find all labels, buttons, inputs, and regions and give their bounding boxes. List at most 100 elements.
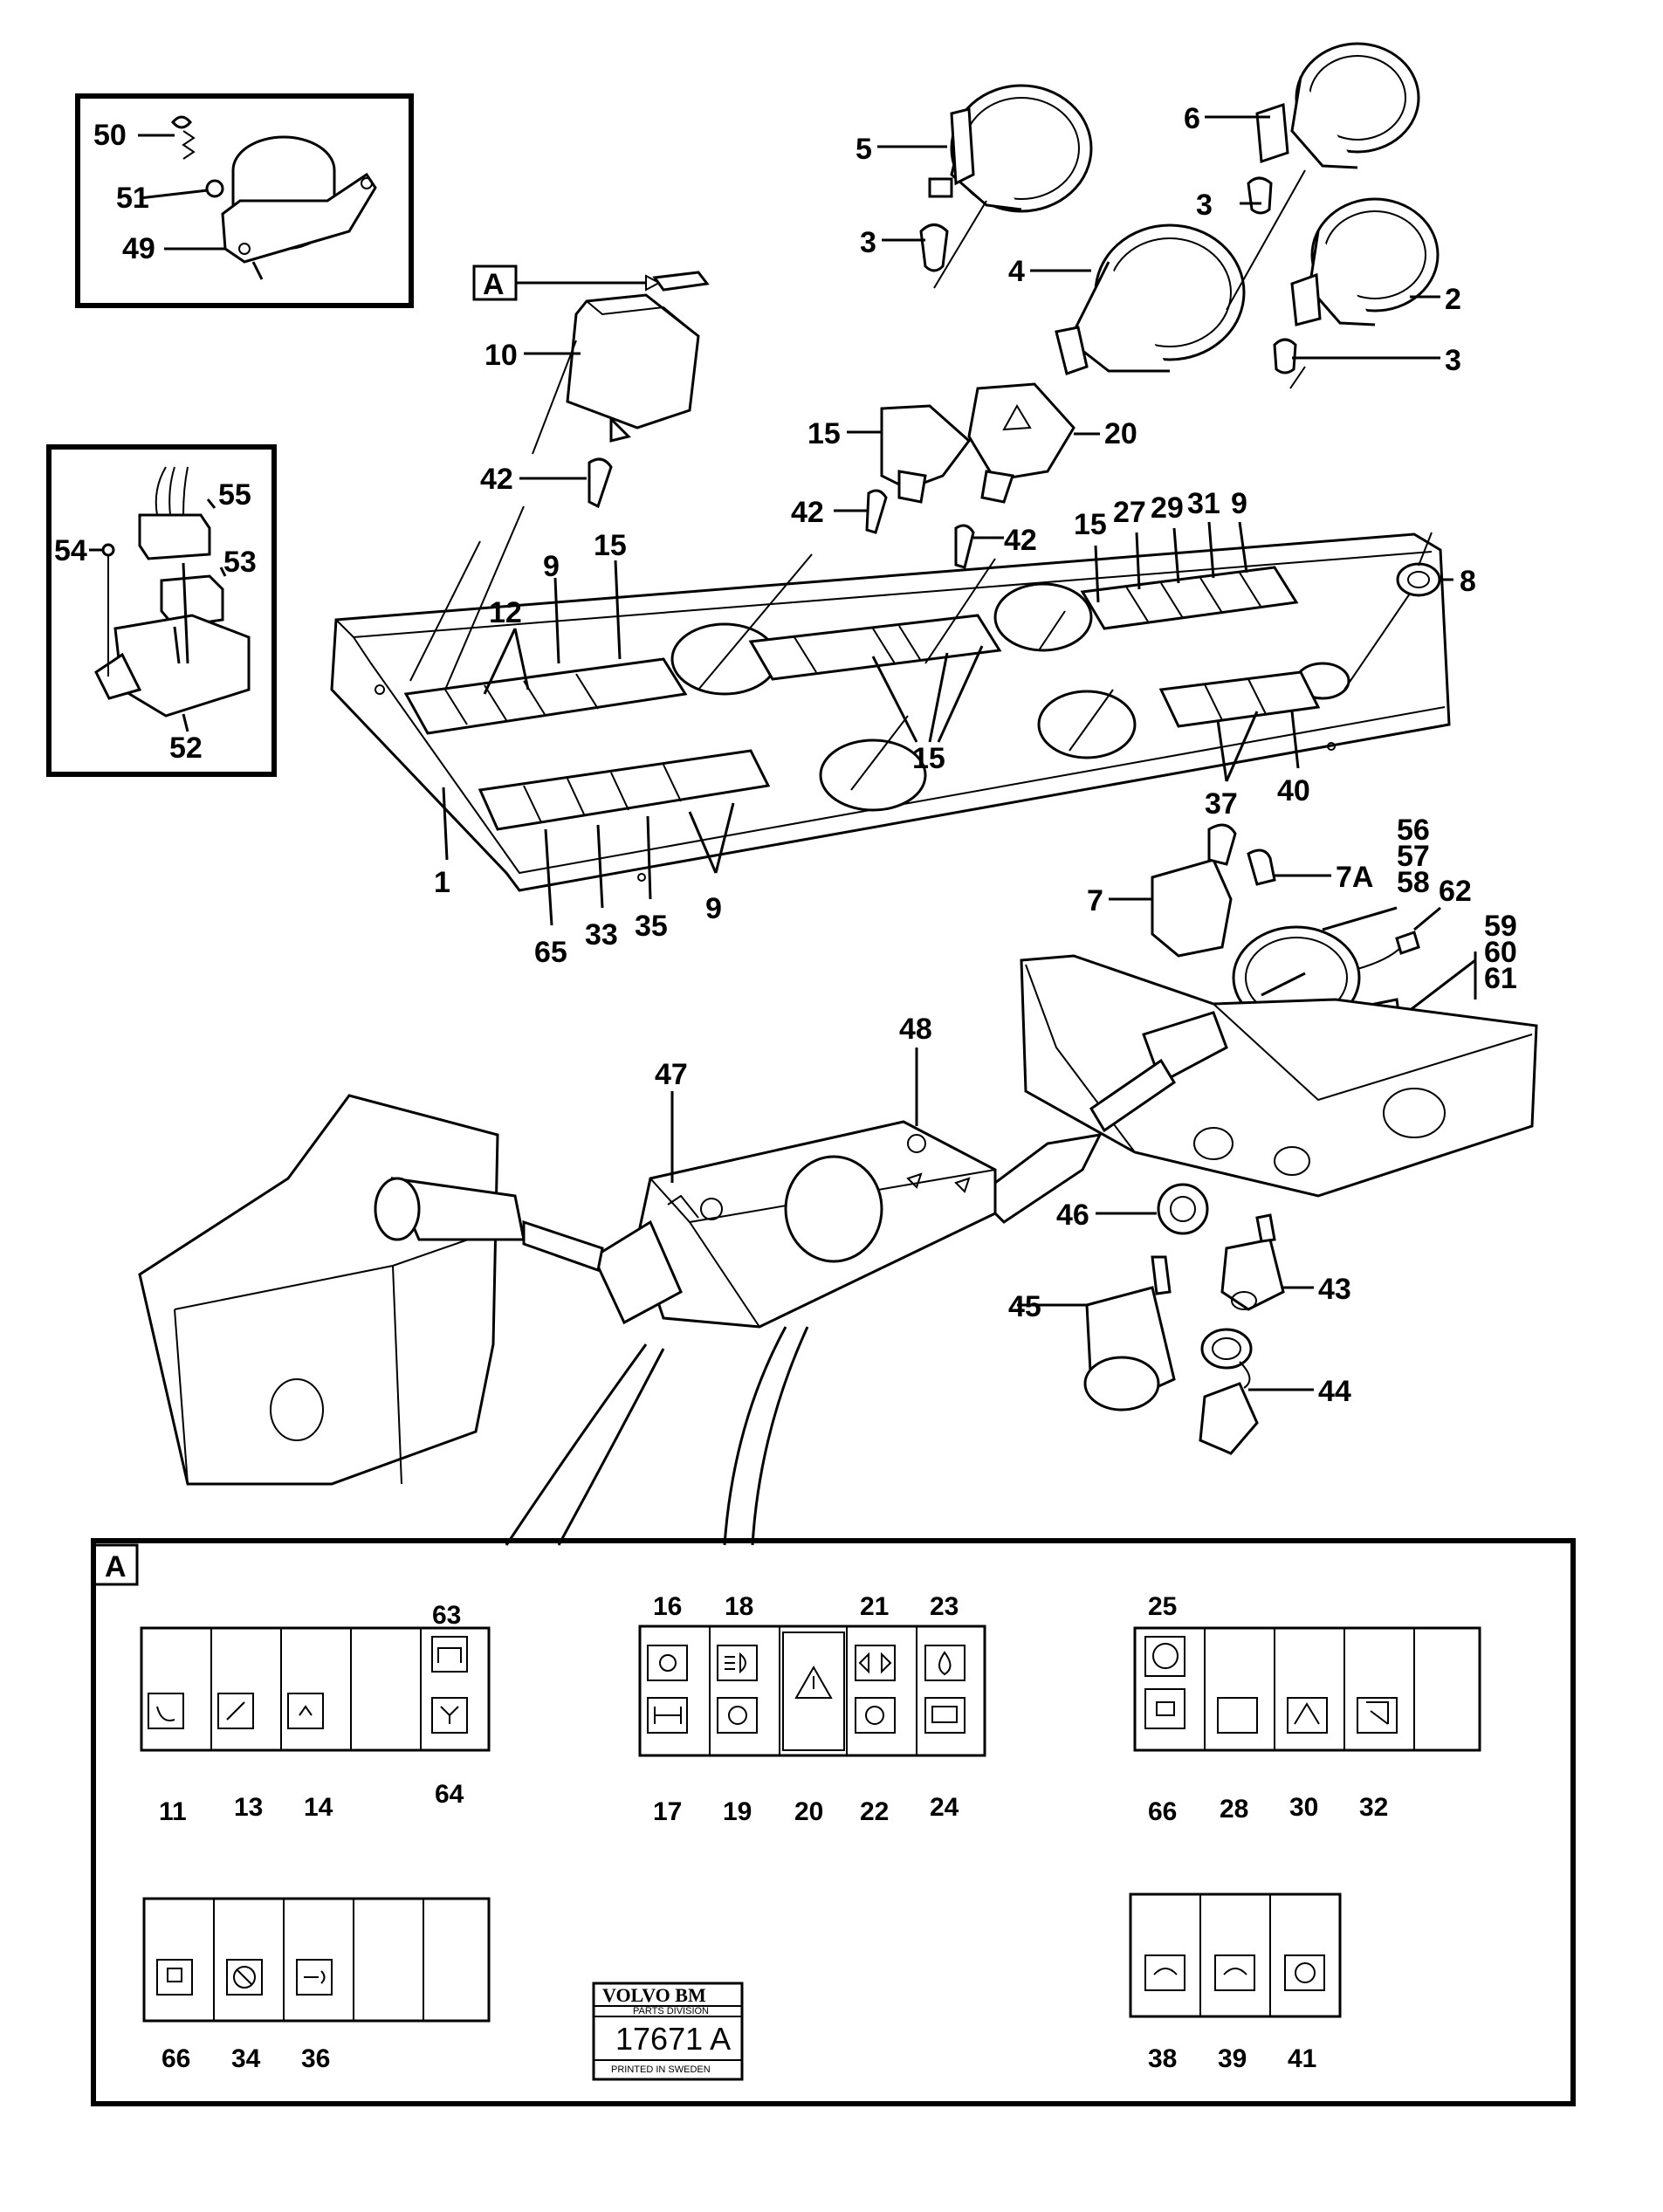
callout-37: 37	[1205, 787, 1238, 821]
callout-58: 58	[1397, 866, 1430, 899]
ignition-switch-7: 7A 7	[1087, 823, 1373, 958]
bulb-icon	[659, 1654, 677, 1672]
callout-35: 35	[635, 910, 668, 943]
oil-icon	[938, 1651, 952, 1676]
panel-callout-34: 34	[231, 2044, 261, 2073]
panel-callout-41: 41	[1288, 2044, 1316, 2073]
detail-ref-a: A	[472, 264, 710, 301]
callout-45: 45	[1008, 1290, 1041, 1323]
gauge-4	[1055, 223, 1246, 375]
callout-6: 6	[1184, 102, 1200, 135]
callout-3b: 3	[1196, 189, 1213, 222]
inset-connector-box: 55 53 54 52	[46, 444, 277, 777]
panel-a-label: A	[105, 1550, 127, 1583]
headlight-icon	[725, 1652, 746, 1674]
callout-49: 49	[122, 232, 155, 265]
callout-60: 60	[1484, 936, 1517, 969]
callout-42c: 42	[1004, 524, 1037, 557]
panel-callout-36: 36	[301, 2044, 330, 2073]
callout-27: 27	[1113, 496, 1146, 529]
callout-5: 5	[856, 133, 872, 166]
panel-callout-64: 64	[435, 1780, 464, 1809]
turn-signal-icon	[858, 1652, 892, 1674]
callout-3a: 3	[860, 226, 876, 259]
panel-callout-16: 16	[653, 1592, 682, 1621]
logo-division: PARTS DIVISION	[633, 2006, 709, 2016]
panel-callout-63: 63	[432, 1601, 461, 1630]
callout-42b: 42	[791, 496, 824, 529]
wiper-icon	[226, 1701, 245, 1721]
callout-47: 47	[655, 1058, 688, 1091]
work-light-icon	[1156, 1701, 1175, 1716]
panel-callout-11: 11	[159, 1797, 187, 1826]
switch-20-hazard: 20 42	[954, 382, 1137, 569]
dashboard-panel: 8	[330, 532, 1476, 892]
panel-callout-23: 23	[930, 1592, 959, 1621]
panel-callout-32: 32	[1359, 1793, 1388, 1822]
inset-relay-box: 50 51 49	[75, 93, 414, 308]
callout-65: 65	[534, 936, 567, 969]
callout-51: 51	[116, 182, 149, 215]
callout-59: 59	[1484, 910, 1517, 943]
callout-3c: 3	[1445, 344, 1461, 377]
panel-callout-21: 21	[860, 1592, 889, 1621]
callout-2: 2	[1445, 283, 1461, 316]
callout-48: 48	[899, 1013, 932, 1046]
wiper-icon	[156, 1706, 175, 1721]
components-43-46: 46 43 45 44	[1008, 1183, 1351, 1455]
panel-callout-28: 28	[1220, 1795, 1248, 1824]
callout-54: 54	[54, 534, 87, 567]
battery-icon	[931, 1706, 958, 1723]
panel-callout-30: 30	[1289, 1793, 1318, 1822]
gauge-6	[1247, 42, 1420, 215]
panel-callout-66a: 66	[1148, 1797, 1177, 1826]
callout-53: 53	[223, 546, 257, 579]
logo-number: 17671 A	[615, 2021, 731, 2057]
callout-52: 52	[169, 732, 203, 765]
callout-31: 31	[1187, 487, 1220, 520]
horn-icon	[304, 1970, 326, 1984]
panel-callout-13: 13	[234, 1793, 263, 1822]
panel-callout-66b: 66	[161, 2044, 190, 2073]
panel-callout-17: 17	[653, 1797, 682, 1826]
callout-50: 50	[93, 119, 127, 152]
panel-callout-22: 22	[860, 1797, 889, 1826]
callout-55: 55	[218, 478, 251, 512]
callout-56: 56	[1397, 814, 1430, 847]
callout-10: 10	[484, 339, 518, 372]
switch-10: 10 42	[480, 293, 700, 509]
callout-9a: 9	[543, 550, 560, 583]
callout-46: 46	[1056, 1199, 1089, 1232]
callout-12: 12	[489, 596, 522, 629]
callout-40: 40	[1277, 774, 1310, 807]
callout-15d: 15	[1074, 508, 1107, 541]
warning-triangle-icon	[794, 1665, 833, 1699]
panel-a: A 63 11 13 14 64	[91, 1538, 1576, 2106]
callout-57: 57	[1397, 840, 1430, 873]
callout-42a: 42	[480, 463, 513, 496]
callout-44: 44	[1318, 1375, 1351, 1408]
callout-4: 4	[1008, 255, 1025, 288]
callout-7: 7	[1087, 884, 1103, 917]
panel-callout-25: 25	[1148, 1592, 1177, 1621]
callout-33: 33	[585, 918, 618, 951]
gauge-5	[919, 84, 1093, 272]
brake-icon	[728, 1706, 747, 1725]
logo-origin: PRINTED IN SWEDEN	[611, 2064, 711, 2075]
panel-callout-14: 14	[304, 1793, 333, 1822]
switch-15-top: 15 42	[791, 404, 972, 534]
callout-62: 62	[1439, 875, 1472, 908]
callout-29: 29	[1151, 491, 1184, 525]
gauge-2	[1273, 197, 1440, 374]
panel-callout-24: 24	[930, 1793, 959, 1822]
detail-ref-a-label: A	[483, 268, 505, 301]
volvo-bm-logo: VOLVO BM PARTS DIVISION 17671 A PRINTED …	[592, 1982, 744, 2081]
callout-15a: 15	[807, 417, 841, 450]
callout-20: 20	[1104, 417, 1137, 450]
callout-8: 8	[1460, 565, 1476, 598]
callout-7a: 7A	[1336, 861, 1373, 894]
panel-callout-39: 39	[1218, 2044, 1247, 2073]
logo-brand: VOLVO BM	[602, 1984, 706, 2006]
callout-15b: 15	[594, 529, 627, 562]
